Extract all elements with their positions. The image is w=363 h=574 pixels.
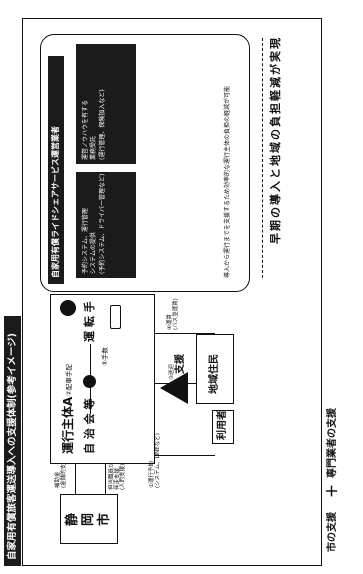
yen-circle-icon [83,375,96,388]
driver-label: 運 転 手 [83,301,96,342]
expert-support-label: 専門業者の支援 [327,408,338,478]
city-char-2: 岡 [81,512,96,526]
expert-bottom-note: 導入から運行までを支援するため効率的な運行主体の負担の軽減が可能 [224,85,231,278]
support-arrow-label: 支援 [175,354,186,374]
city-char-3: 市 [97,512,112,526]
top-banner: 早期の導入と地域の負担軽減が実現 [269,36,282,244]
users-label: 利用者 [217,410,228,440]
residents-label: 地域住民 [209,354,220,394]
payment-label: ④運賃 (バス並運賃) [167,298,179,330]
driver-icon [60,300,76,316]
banner-brace [262,38,263,278]
diagram-title: 自家用有償旅客運送導入への支援体制(参考イメージ) [7,333,18,560]
expert-frame [40,34,250,292]
city-char-1: 静 [65,512,80,526]
reservation-arrow [155,455,215,456]
expert-left-text: 予約システム、運行管理 システムの提供 (予約システム、ドライバー管理など) [82,173,106,274]
city-support-label: 市の支援 [327,512,338,552]
pay-yen-label: ⑤手数 [101,347,109,366]
support-arrow [160,372,188,404]
subsidy-arrow [75,464,76,494]
dispatch-label: ②配車手配 [65,364,73,396]
expert-right-text: 運営ノウハウを有する 業務受託 (運行管理、保険加入など) [82,89,106,160]
car-icon [110,305,121,329]
operator-title: 運行主体A [61,396,75,454]
plus-sign: ＋ [325,484,341,498]
reservation-label: ①運行予約 (システム、LINEなど) [149,433,161,488]
staff-label: 担当職員が 伴走支援 (人的支援) [109,462,126,490]
staff-arrow [105,464,106,494]
expert-title: 自家用有償ライドシェアサービス運営業者 [51,126,60,278]
